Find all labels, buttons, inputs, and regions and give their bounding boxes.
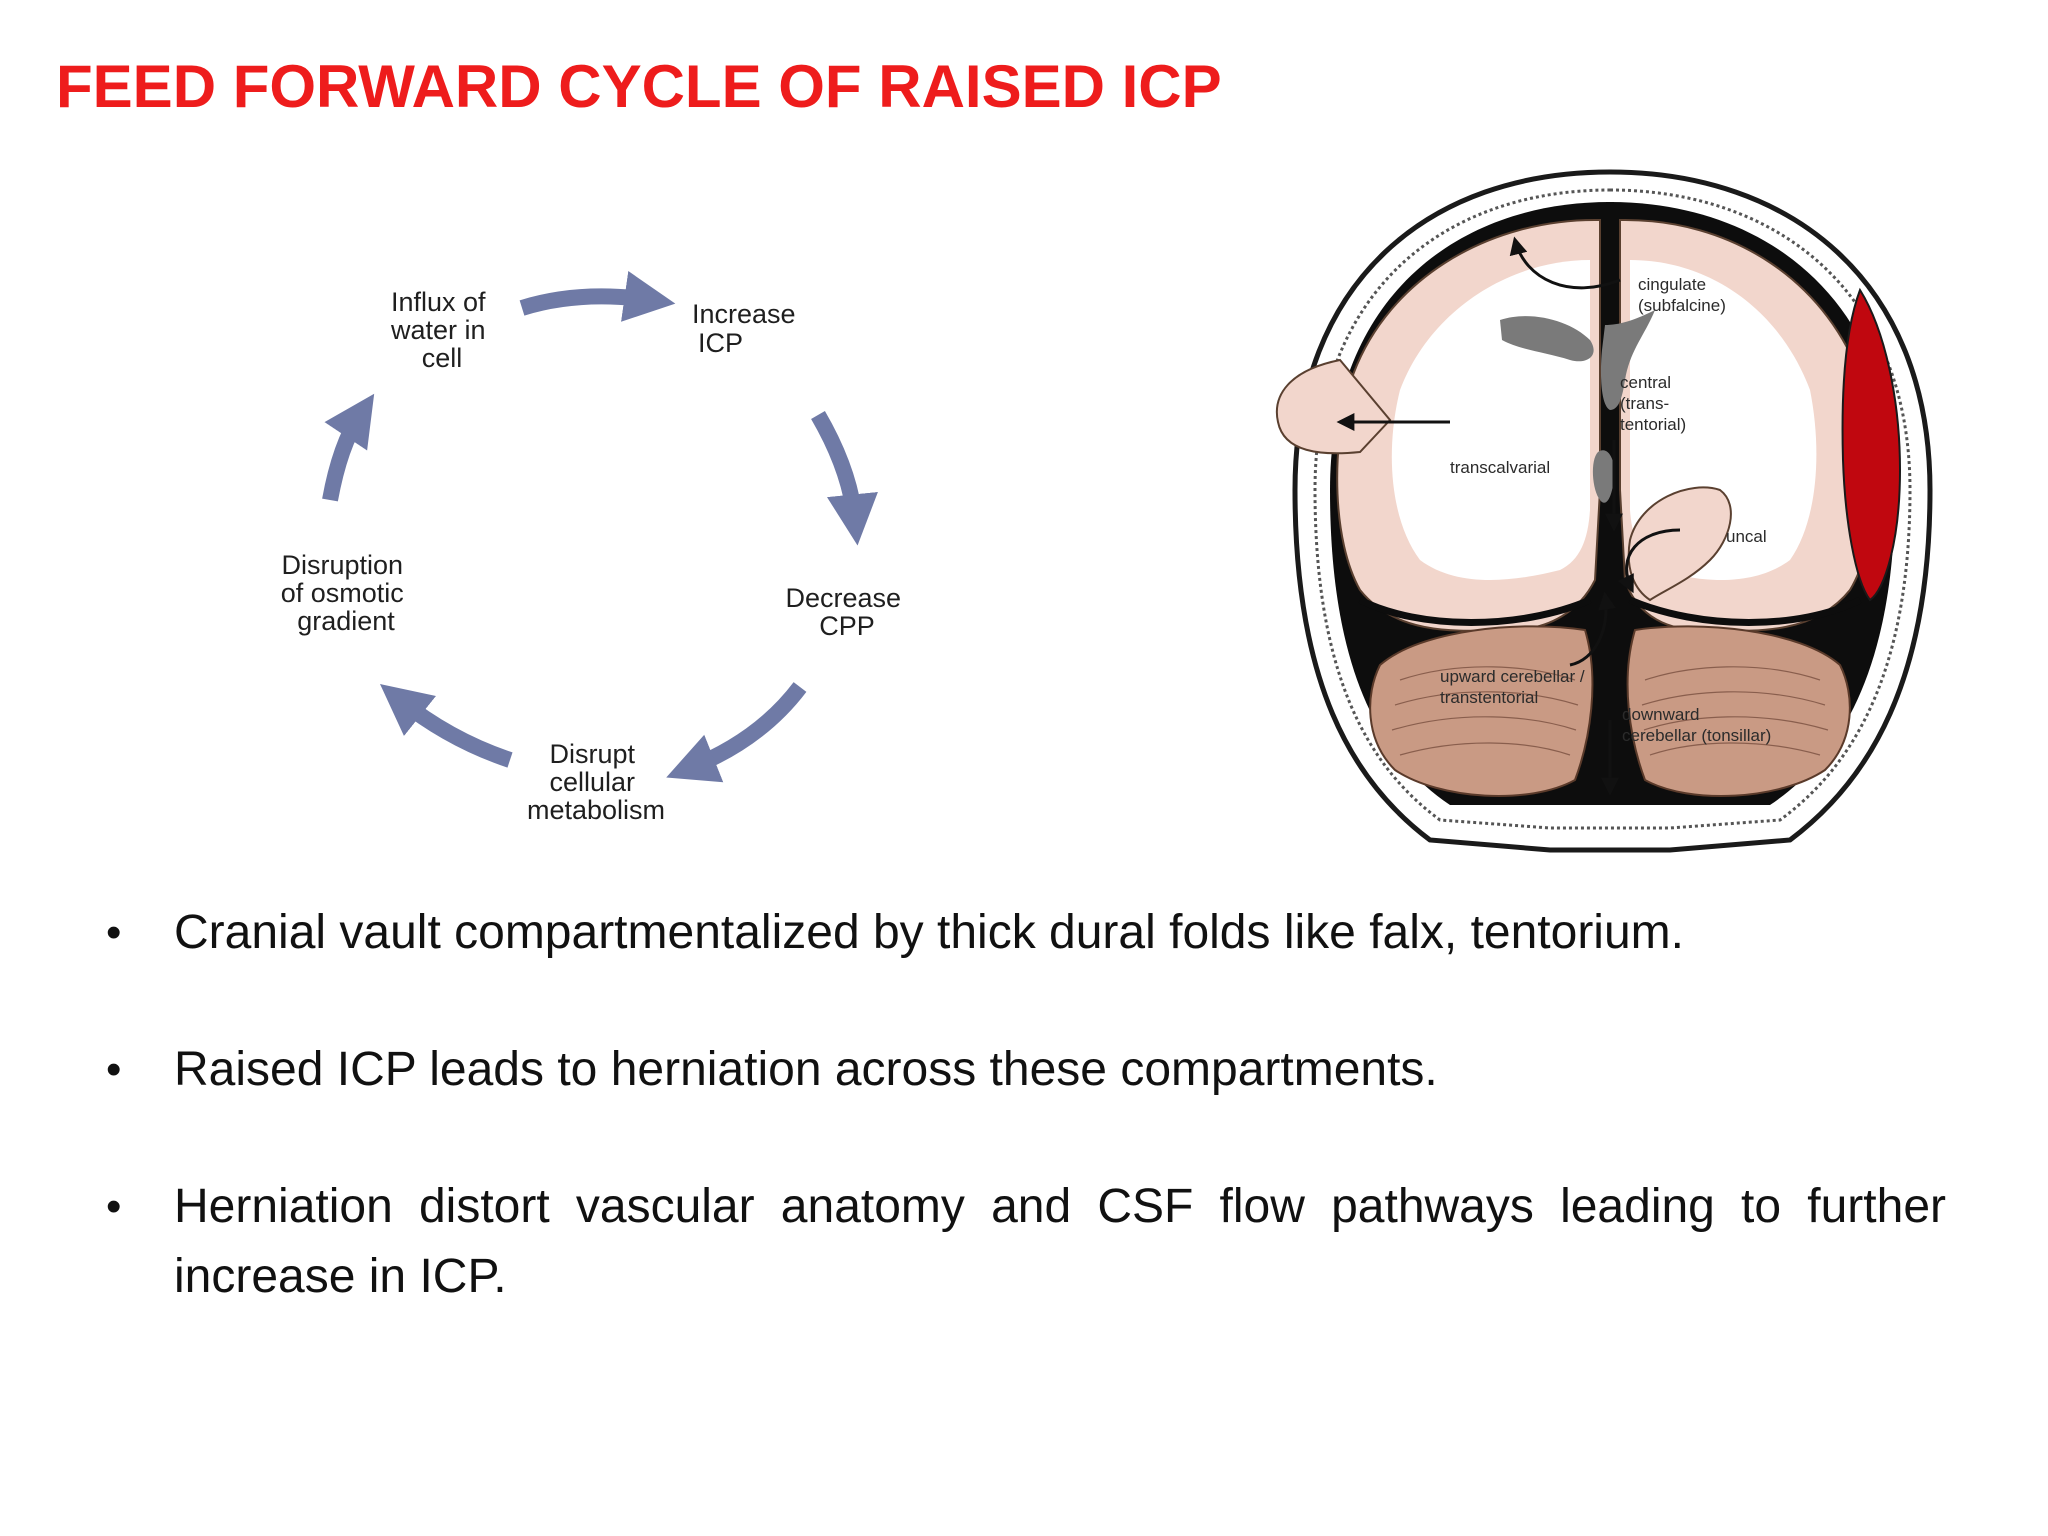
arrow-cingulate xyxy=(1509,236,1621,290)
label-cingulate: cingulate (subfalcine) xyxy=(1638,275,1726,315)
slide-title: FEED FORWARD CYCLE OF RAISED ICP xyxy=(56,53,1222,120)
epidural-hematoma xyxy=(1841,287,1902,602)
bullet-item: Cranial vault compartmentalized by thick… xyxy=(106,898,1946,968)
cerebellum-left xyxy=(1369,625,1594,798)
cycle-diagram: Influx of water in cell Increase ICP Dec… xyxy=(281,271,908,825)
cycle-arrow-3 xyxy=(666,682,807,783)
label-downward: downward cerebellar (tonsillar) xyxy=(1622,705,1771,745)
cycle-node-disrupt-metabolism: Disrupt cellular metabolism xyxy=(527,739,665,825)
third-ventricle xyxy=(1592,450,1615,503)
cycle-node-decrease-cpp: Decrease CPP xyxy=(785,583,908,641)
cycle-node-increase-icp: Increase ICP xyxy=(692,299,803,358)
ventricle-stem xyxy=(1600,310,1655,410)
transcalvarial-protrusion xyxy=(1275,358,1392,455)
label-uncal: uncal xyxy=(1726,527,1767,546)
cycle-node-influx: Influx of water in cell xyxy=(390,287,493,373)
cycle-arrow-2 xyxy=(811,410,878,546)
arrow-uncal xyxy=(1617,528,1681,594)
bullet-item: Raised ICP leads to herniation across th… xyxy=(106,1035,1946,1105)
label-upward: upward cerebellar / transtentorial xyxy=(1440,667,1589,707)
lateral-ventricle-left xyxy=(1500,316,1594,362)
tentorium xyxy=(1358,596,1862,626)
uncal-temporal-lobe xyxy=(1627,486,1732,602)
cycle-arrow-1 xyxy=(519,271,676,322)
arrow-upward xyxy=(1569,591,1616,667)
cerebellum-right xyxy=(1626,625,1851,798)
label-transcalvarial: transcalvarial xyxy=(1450,458,1550,477)
herniation-arrows xyxy=(1336,236,1681,796)
bullet-item: Herniation distort vascular anatomy and … xyxy=(106,1172,1946,1312)
cerebellum-folia xyxy=(1391,666,1829,756)
bullet-list: Cranial vault compartmentalized by thick… xyxy=(106,898,1946,1379)
cycle-arrow-4 xyxy=(380,684,513,768)
brain-herniation-illustration: cingulate (subfalcine) central (trans- t… xyxy=(1275,169,1933,853)
cycle-node-disruption-osmotic: Disruption of osmotic gradient xyxy=(281,550,412,636)
label-central: central (trans- tentorial) xyxy=(1620,373,1686,434)
cycle-arrow-5 xyxy=(322,393,375,502)
